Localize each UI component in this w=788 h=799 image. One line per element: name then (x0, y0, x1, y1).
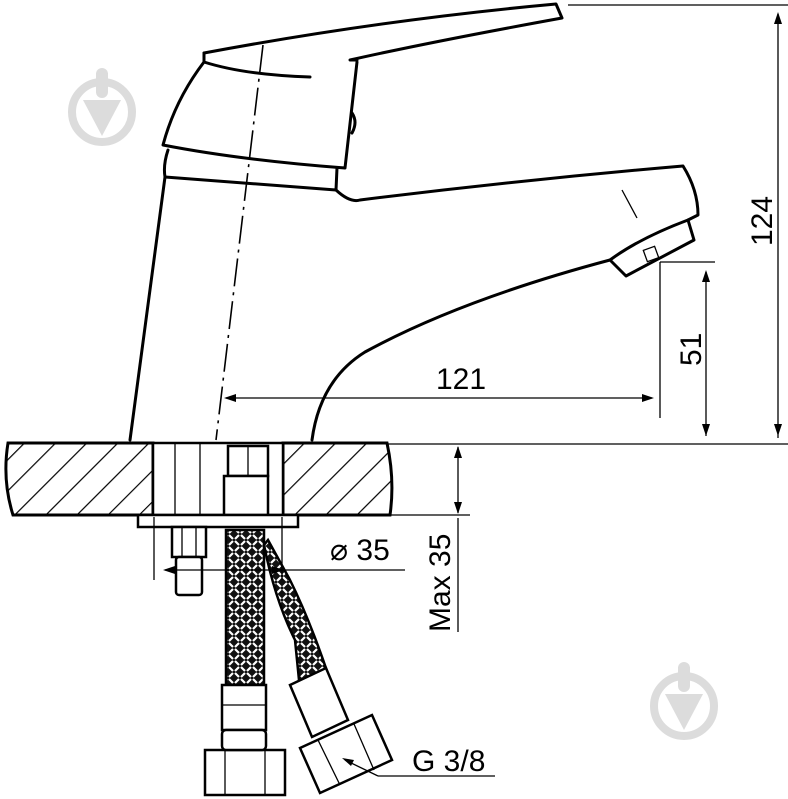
spout-height-label: 51 (675, 333, 708, 366)
flexible-hoses (203, 528, 394, 797)
total-height-label: 124 (746, 196, 779, 246)
watermark-icon (68, 68, 136, 146)
thread-size-label: G 3/8 (412, 745, 485, 778)
faucet-lever (161, 2, 564, 170)
max-thickness-label: Max 35 (424, 534, 457, 632)
faucet-body (128, 148, 700, 442)
countertop-section (4, 441, 394, 529)
watermark-icon (650, 662, 718, 740)
spout-reach-label: 121 (436, 363, 486, 396)
mounting-stud (170, 525, 208, 597)
center-line (215, 44, 264, 441)
hole-diameter-label: ⌀ 35 (330, 534, 390, 567)
dimension-lines (153, 4, 788, 777)
